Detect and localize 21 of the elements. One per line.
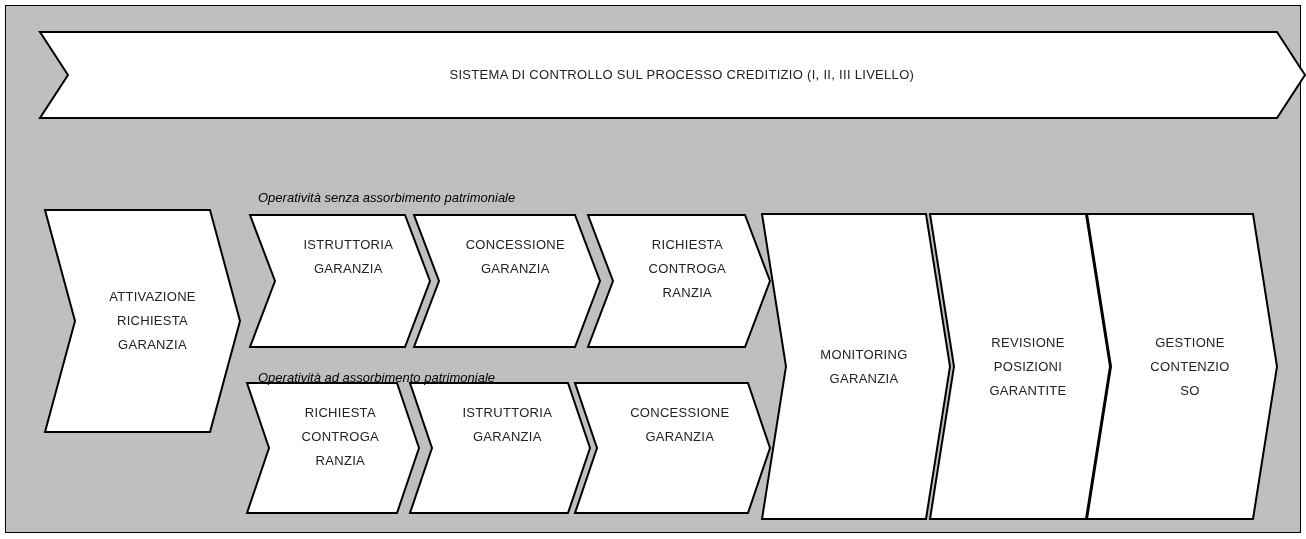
step-label: CONCESSIONE GARANZIA [464,236,566,278]
group-heading: Operatività senza assorbimento patrimoniale [258,190,516,205]
step-label: MONITORING GARANZIA [819,345,909,388]
step-label: ISTRUTTORIA GARANZIA [302,236,395,278]
group-heading: Operatività ad assorbimento patrimoniale [258,370,495,385]
step-label: ISTRUTTORIA GARANZIA [461,404,554,446]
step-label: REVISIONE POSIZIONI GARANTITE [988,333,1068,400]
chevron-shape [1087,214,1277,519]
step-label: RICHIESTA CONTROGA RANZIA [647,236,728,302]
step-label: GESTIONE CONTENZIO SO [1149,333,1231,400]
step-label: ATTIVAZIONE RICHIESTA GARANZIA [108,288,197,354]
chevron-shape [40,32,1305,118]
chevron-shape [250,215,430,347]
step-label: SISTEMA DI CONTROLLO SUL PROCESSO CREDITIZIO (I, II, III LIVELLO) [448,66,916,84]
chevron-shape [930,214,1110,519]
chevron-shape [588,215,770,347]
chevron-shape [414,215,600,347]
chevron-shape [247,383,419,513]
step-label: RICHIESTA CONTROGA RANZIA [300,404,381,470]
step-label: CONCESSIONE GARANZIA [629,404,731,446]
chevron-shape [45,210,240,432]
